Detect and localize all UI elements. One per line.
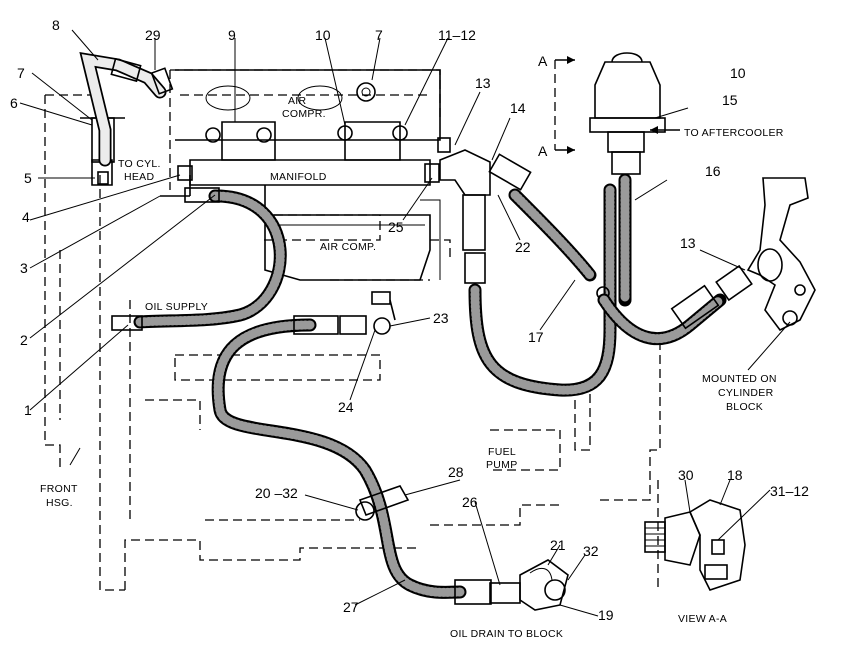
callout-20-32: 20 –32 bbox=[255, 485, 298, 501]
caption-hsg: HSG. bbox=[46, 497, 73, 509]
caption-head: HEAD bbox=[124, 171, 154, 183]
caption-fuel: FUEL bbox=[488, 446, 516, 458]
caption-manifold: MANIFOLD bbox=[270, 171, 327, 183]
callout-7-left: 7 bbox=[17, 65, 25, 81]
caption-to-aftercooler: TO AFTERCOOLER bbox=[684, 127, 784, 139]
section-a-bottom: A bbox=[538, 143, 548, 159]
caption-mounted-3: BLOCK bbox=[726, 401, 763, 413]
leader-lines bbox=[19, 29, 791, 617]
callout-4: 4 bbox=[22, 209, 30, 225]
callout-27: 27 bbox=[343, 599, 359, 615]
callout-19: 19 bbox=[598, 607, 614, 623]
callout-22: 22 bbox=[515, 239, 531, 255]
callout-6: 6 bbox=[10, 95, 18, 111]
callout-30: 30 bbox=[678, 467, 694, 483]
callout-10: 10 bbox=[315, 27, 331, 43]
bolt-20 bbox=[355, 501, 375, 521]
caption-oil-supply: OIL SUPPLY bbox=[145, 301, 208, 313]
caption-mounted-2: CYLINDER bbox=[718, 387, 774, 399]
callout-28: 28 bbox=[448, 464, 464, 480]
vertical-hose-22 bbox=[462, 183, 617, 397]
main-hose bbox=[211, 291, 521, 605]
callout-29: 29 bbox=[145, 27, 161, 43]
callout-21: 21 bbox=[550, 537, 566, 553]
callout-2: 2 bbox=[20, 332, 28, 348]
caption-pump: PUMP bbox=[486, 459, 518, 471]
caption-mounted-1: MOUNTED ON bbox=[702, 373, 777, 385]
right-elbow-assembly bbox=[746, 177, 816, 332]
caption-air-comp: AIR COMP. bbox=[320, 241, 376, 253]
elbow-14 bbox=[439, 149, 610, 300]
air-compressor bbox=[175, 69, 441, 281]
callout-5: 5 bbox=[24, 170, 32, 186]
callout-25: 25 bbox=[388, 219, 404, 235]
captions: TO CYL. HEAD AIR COMPR. MANIFOLD AIR COM… bbox=[40, 53, 784, 640]
section-marker bbox=[554, 56, 680, 154]
view-aa-detail bbox=[644, 480, 746, 591]
aftercooler-fitting bbox=[589, 52, 666, 307]
caption-oil-drain: OIL DRAIN TO BLOCK bbox=[450, 628, 563, 640]
callout-10-right: 10 bbox=[730, 65, 746, 81]
callout-8: 8 bbox=[52, 17, 60, 33]
callout-23: 23 bbox=[433, 310, 449, 326]
caption-air: AIR bbox=[288, 95, 307, 107]
oil-supply-hose bbox=[111, 175, 287, 331]
callout-3: 3 bbox=[20, 260, 28, 276]
callout-13-right: 13 bbox=[680, 235, 696, 251]
caption-view-aa: VIEW A-A bbox=[678, 613, 727, 625]
callout-11-12: 11–12 bbox=[438, 27, 476, 43]
callout-24: 24 bbox=[338, 399, 354, 415]
caption-to-cyl: TO CYL. bbox=[118, 158, 161, 170]
caption-compr: COMPR. bbox=[282, 108, 326, 120]
callout-31-12: 31–12 bbox=[770, 483, 809, 499]
caption-front: FRONT bbox=[40, 483, 78, 495]
callout-1: 1 bbox=[24, 402, 32, 418]
callout-13-top: 13 bbox=[475, 75, 491, 91]
callout-16: 16 bbox=[705, 163, 721, 179]
left-elbow-hose bbox=[79, 51, 174, 167]
callouts: 8 29 9 10 7 11–12 7 6 5 4 3 2 1 13 14 25… bbox=[10, 17, 809, 623]
section-a-top: A bbox=[538, 53, 548, 69]
callout-18: 18 bbox=[727, 467, 743, 483]
callout-17: 17 bbox=[528, 329, 544, 345]
callout-26: 26 bbox=[462, 494, 478, 510]
callout-32: 32 bbox=[583, 543, 599, 559]
callout-15: 15 bbox=[722, 92, 738, 108]
callout-7: 7 bbox=[375, 27, 383, 43]
drain-block bbox=[519, 559, 569, 611]
callout-14: 14 bbox=[510, 100, 526, 116]
callout-9: 9 bbox=[228, 27, 236, 43]
hose-16 bbox=[597, 264, 753, 346]
